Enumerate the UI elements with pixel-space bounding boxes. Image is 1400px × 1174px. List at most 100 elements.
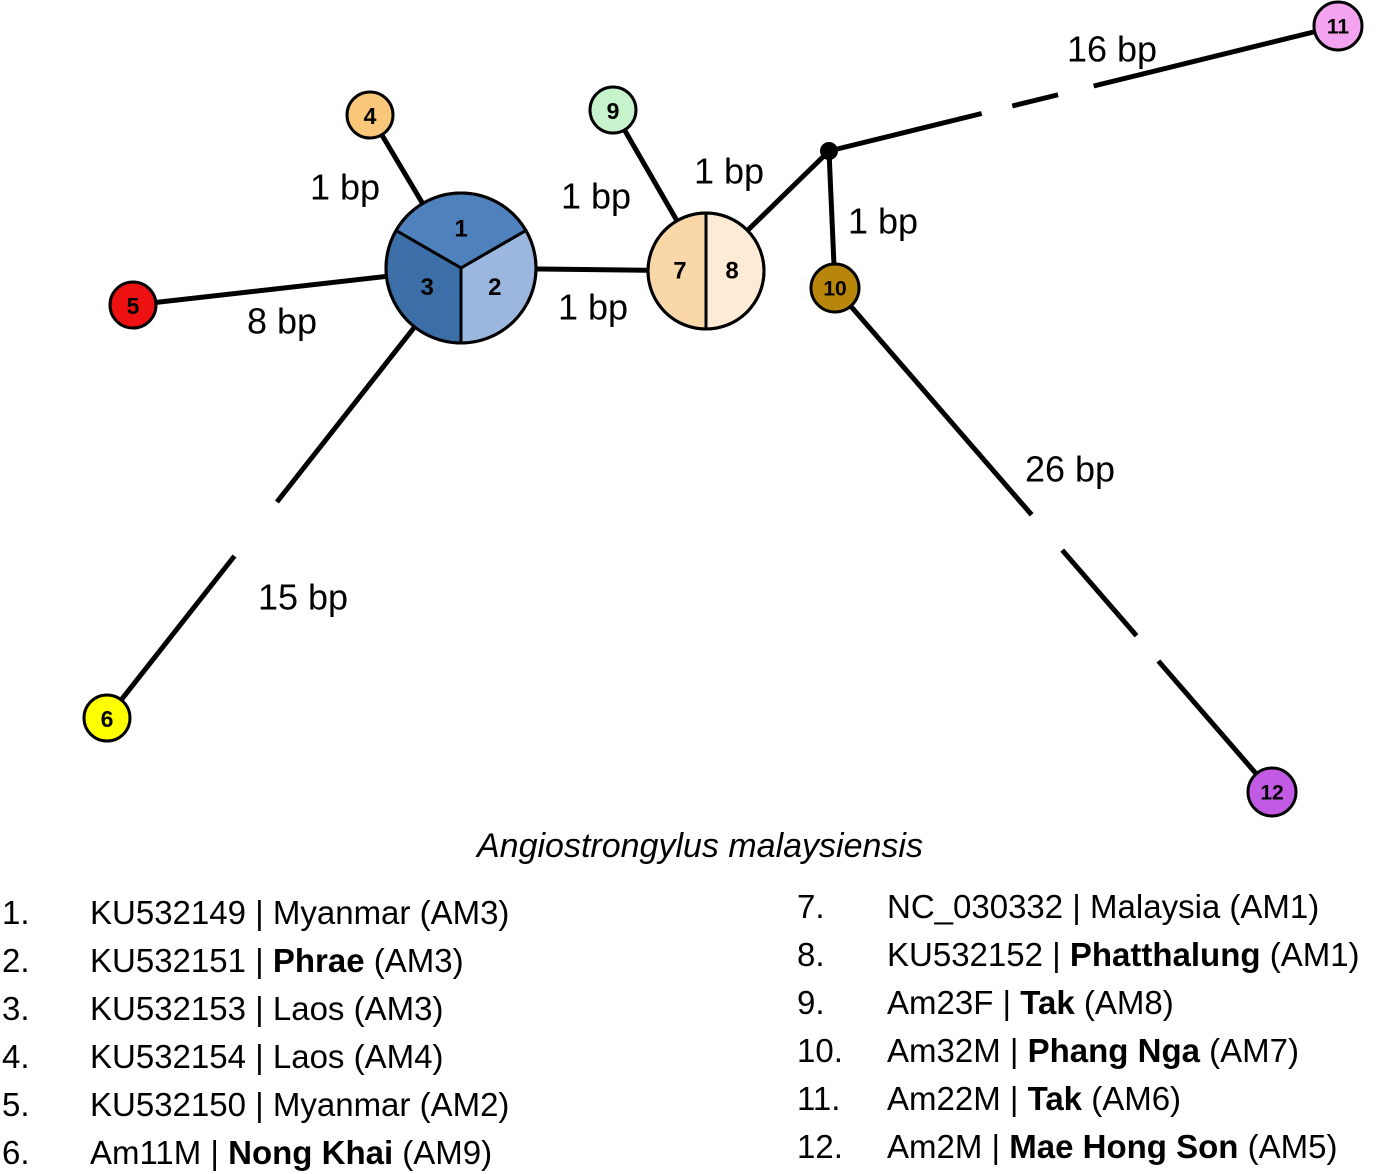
legend-entry-text: Am23F | Tak (AM8) — [887, 983, 1174, 1023]
legend-entry-text: KU532151 | Phrae (AM3) — [90, 941, 464, 981]
legend-entry-text: Am32M | Phang Nga (AM7) — [887, 1031, 1299, 1071]
legend-entry-location: Phang Nga — [1027, 1032, 1200, 1069]
legend-entry-location: Laos — [272, 1038, 345, 1075]
edge-label-pie-7-8-to-median-vector: 1 bp — [694, 151, 764, 192]
edge-pie-1-2-3-to-node-6-segment-2 — [105, 554, 237, 720]
legend-entry-text: KU532149 | Myanmar (AM3) — [90, 893, 509, 933]
legend-entry-accession: Am22M | — [887, 1080, 1028, 1117]
legend-entry-number: 9. — [797, 984, 825, 1021]
edge-labels: 1 bp 8 bp 15 bp 1 bp 1 bp 1 bp 1 bp 16 bp 26 bp — [247, 29, 1157, 618]
edge-median-vector-to-node-11-segment-3 — [1093, 23, 1339, 89]
legend-entry-number: 11. — [797, 1080, 841, 1117]
legend-entry-text: Am2M | Mae Hong Son (AM5) — [887, 1127, 1337, 1167]
legend-entry-haplotype: (AM6) — [1082, 1080, 1182, 1117]
haplotype-4-node — [345, 90, 395, 140]
legend-entry-haplotype: (AM3) — [344, 990, 444, 1027]
legend-entry-accession: Am2M | — [887, 1128, 1010, 1165]
haplotype-12-node — [1246, 766, 1298, 818]
legend-entry-text: KU532152 | Phatthalung (AM1) — [887, 935, 1360, 975]
legend-entry-text: NC_030332 | Malaysia (AM1) — [887, 887, 1319, 927]
edge-label-pie-1-2-3-to-node-4: 1 bp — [310, 167, 380, 208]
haplotype-pie-outline — [646, 211, 766, 331]
edge-label-pie-1-2-3-to-node-6: 15 bp — [258, 577, 348, 618]
haplotype-10-label: 10 — [823, 278, 846, 301]
haplotype-12-label: 12 — [1260, 782, 1283, 805]
legend-entry-number: 7. — [797, 888, 825, 925]
edge-label-median-vector-to-node-10: 1 bp — [848, 201, 918, 242]
legend-entry-haplotype: (AM9) — [393, 1134, 493, 1171]
haplotype-2-label: 2 — [488, 274, 501, 301]
legend-entry-accession: KU532151 | — [90, 942, 273, 979]
haplotype-9-node — [588, 85, 638, 135]
edge-median-vector-to-node-11-segment-2 — [1011, 92, 1059, 109]
legend-entry-haplotype: (AM4) — [344, 1038, 444, 1075]
haplotype-7-label: 7 — [673, 258, 686, 285]
legend-entry-haplotype: (AM8) — [1074, 984, 1174, 1021]
legend-entry-number: 2. — [2, 942, 30, 979]
legend-entry-accession: NC_030332 | — [887, 888, 1091, 925]
edges — [105, 23, 1339, 794]
haplotype-5-node — [108, 280, 158, 330]
haplotype-9-label: 9 — [607, 98, 620, 124]
edge-label-pie-7-8-to-node-9: 1 bp — [561, 176, 631, 217]
legend-entry-haplotype: (AM1) — [1220, 888, 1320, 925]
haplotype-pie-outline — [384, 191, 538, 345]
legend-entry-accession: KU532149 | — [90, 894, 273, 931]
haplotype-10-node — [809, 262, 861, 314]
legend-entry-location: Tak — [1020, 984, 1075, 1021]
haplotype-1-label: 1 — [454, 216, 467, 243]
legend-entry-location: Malaysia — [1090, 888, 1221, 925]
legend-entry-haplotype: (AM7) — [1199, 1032, 1299, 1069]
legend-entry-location: Myanmar — [272, 894, 411, 931]
legend-entry-haplotype: (AM3) — [410, 894, 510, 931]
haplotype-3-label: 3 — [421, 274, 434, 301]
legend-entry-accession: KU532154 | — [90, 1038, 273, 1075]
legend-entry-text: KU532150 | Myanmar (AM2) — [90, 1085, 509, 1125]
legend-entry-number: 3. — [2, 990, 30, 1027]
legend-entry-accession: KU532153 | — [90, 990, 273, 1027]
legend-entry-location: Phrae — [272, 942, 365, 979]
legend-entry-text: Am22M | Tak (AM6) — [887, 1079, 1181, 1119]
haplotype-11-node — [1312, 0, 1364, 52]
edge-label-pie-1-2-3-to-pie-7-8: 1 bp — [558, 287, 628, 328]
haplotype-6-label: 6 — [101, 706, 114, 732]
edge-node-10-to-node-12-segment-1 — [833, 286, 1034, 517]
legend-entry-accession: Am23F | — [887, 984, 1021, 1021]
legend-entry-number: 1. — [2, 894, 30, 931]
edge-label-node-10-to-node-12: 26 bp — [1025, 449, 1115, 490]
legend-entry-haplotype: (AM1) — [1260, 936, 1360, 973]
legend-entry-haplotype: (AM3) — [364, 942, 464, 979]
legend-entry-location: Tak — [1027, 1080, 1083, 1117]
legend-entry-location: Myanmar — [272, 1086, 411, 1123]
legend-entry-location: Nong Khai — [228, 1134, 394, 1171]
edge-label-median-vector-to-node-11: 16 bp — [1067, 29, 1157, 70]
legend-entry-haplotype: (AM2) — [410, 1086, 510, 1123]
haplotype-11-label: 11 — [1327, 16, 1350, 39]
legend-entry-number: 5. — [2, 1086, 30, 1123]
edge-node-10-to-node-12-segment-3 — [1156, 659, 1274, 794]
legend-entry-accession: Am11M | — [90, 1134, 229, 1171]
species-title: Angiostrongylus malaysiensis — [477, 827, 923, 865]
edge-median-vector-to-node-11-segment-1 — [828, 111, 983, 154]
legend-entry-location: Phatthalung — [1069, 936, 1261, 973]
legend-entry-accession: KU532150 | — [90, 1086, 273, 1123]
haplotype-5-label: 5 — [127, 293, 140, 319]
haplotype-8-label: 8 — [725, 258, 738, 285]
edge-node-10-to-node-12-segment-2 — [1060, 548, 1139, 638]
legend-entry-number: 12. — [797, 1128, 843, 1165]
legend-entry-number: 4. — [2, 1038, 30, 1075]
legend-entry-location: Laos — [272, 990, 345, 1027]
legend-entry-number: 6. — [2, 1134, 30, 1171]
legend-entry-location: Mae Hong Son — [1009, 1128, 1239, 1165]
edge-label-pie-1-2-3-to-node-5: 8 bp — [247, 301, 317, 342]
legend-entry-text: KU532153 | Laos (AM3) — [90, 989, 443, 1029]
haplotype-4-label: 4 — [364, 103, 377, 129]
legend-entry-haplotype: (AM5) — [1238, 1128, 1338, 1165]
legend-entry-number: 8. — [797, 936, 825, 973]
legend-entry-accession: KU532152 | — [887, 936, 1070, 973]
legend-entry-text: Am11M | Nong Khai (AM9) — [90, 1133, 492, 1173]
haplotype-6-node — [82, 693, 132, 743]
legend-entry-accession: Am32M | — [887, 1032, 1028, 1069]
